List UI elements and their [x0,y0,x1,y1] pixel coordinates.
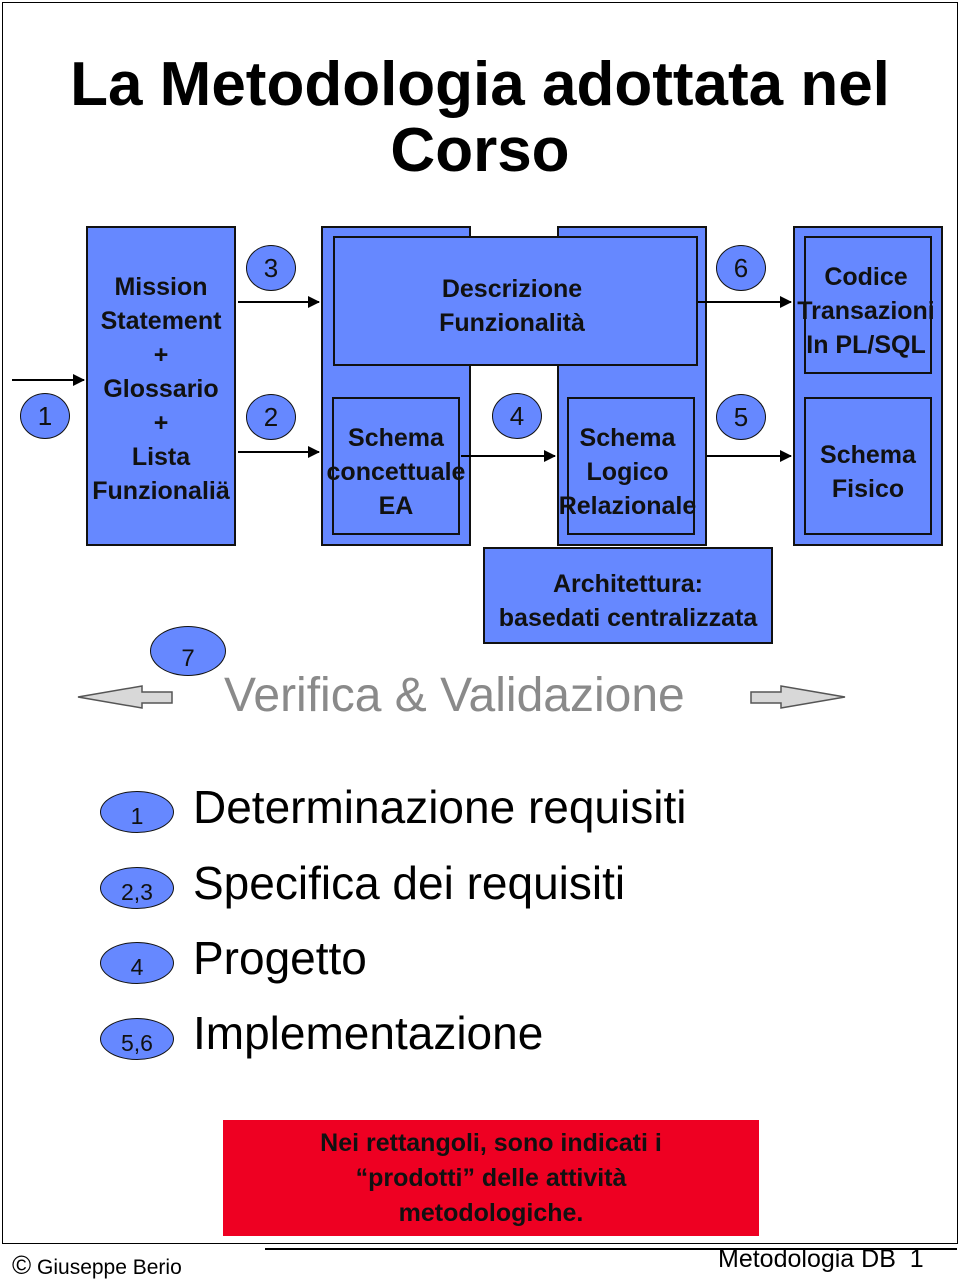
legend-marker: 1 [100,791,174,833]
step-marker-2: 2 [246,394,296,440]
footer-rule [265,1248,957,1250]
mission-line: Statement [100,307,222,335]
schema-fisico-box [804,397,932,535]
step-marker-7: 7 [150,626,226,676]
step-marker-5: 5 [716,394,766,440]
slide-title: La Metodologia adottata nel Corso [70,50,890,185]
fisico-line: Schema [820,441,916,469]
descrizione-line: Funzionalità [439,309,585,337]
step-marker-3: 3 [246,245,296,291]
logico-line: Relazionale [558,492,697,520]
codice-text: Codice Transazioni In PL/SQL [781,260,951,362]
schema-fisico-text: Schema Fisico [794,438,942,506]
mission-line: + [153,341,169,369]
mission-line: Glossario [103,375,219,403]
codice-line: Transazioni [797,297,935,325]
legend-marker: 2,3 [100,867,174,909]
architettura-text: Architettura: basedati centralizzata [476,567,780,635]
left-block-arrow [77,685,173,709]
architettura-line: Architettura: [552,570,703,598]
step-marker-4: 4 [492,393,542,439]
schema-concettuale-box [332,397,460,535]
schema-logico-box [567,397,695,535]
logico-line: Schema [579,424,676,452]
legend-text: Implementazione [193,1007,544,1059]
footer-slide-info: Metodologia DB 1 [718,1245,924,1274]
legend-text: Determinazione requisiti [193,781,687,833]
mission-box-text: Mission Statement + Glossario + Lista Fu… [76,270,246,508]
descrizione-box-text: Descrizione Funzionalità [333,272,691,340]
note-line: metodologiche. [398,1199,584,1227]
note-box: Nei rettangoli, sono indicati i “prodott… [223,1120,759,1236]
note-line: Nei rettangoli, sono indicati i [320,1129,662,1157]
note-line: “prodotti” delle attività [355,1164,627,1192]
legend-text: Progetto [193,932,367,984]
mission-line: Mission [114,273,208,301]
slide-name: Metodologia DB [718,1245,896,1273]
mission-line: Funzionaliä [92,477,230,505]
schema-logico-text: Schema Logico Relazionale [540,421,715,523]
mission-box [86,226,236,546]
logico-line: Logico [586,458,669,486]
legend-marker: 5,6 [100,1018,174,1060]
mission-line: + [153,409,169,437]
codice-box [804,236,932,374]
fisico-line: Fisico [831,475,905,503]
step-marker-1: 1 [20,393,70,439]
codice-line: Codice [824,263,908,291]
step-marker-6: 6 [716,245,766,291]
mission-line: Lista [131,443,191,471]
codice-line: In PL/SQL [806,331,926,359]
right-block-arrow [750,685,846,709]
author-name: Giuseppe Berio [37,1256,182,1279]
page-number: 1 [909,1245,924,1273]
schema-concettuale-text: Schema concettuale EA [306,421,486,523]
descrizione-line: Descrizione [441,275,583,303]
slide-frame [2,2,958,1244]
concettuale-line: Schema [348,424,444,452]
footer-author: © Giuseppe Berio [12,1250,182,1281]
legend-marker: 4 [100,942,174,984]
concettuale-line: EA [378,492,414,520]
architettura-box [483,547,773,644]
legend-text: Specifica dei requisiti [193,857,626,909]
copyright-icon: © [12,1250,32,1280]
descrizione-box [333,236,698,366]
concettuale-line: concettuale [326,458,466,486]
architettura-line: basedati centralizzata [498,604,758,632]
verifica-validazione-label: Verifica & Validazione [224,669,685,722]
